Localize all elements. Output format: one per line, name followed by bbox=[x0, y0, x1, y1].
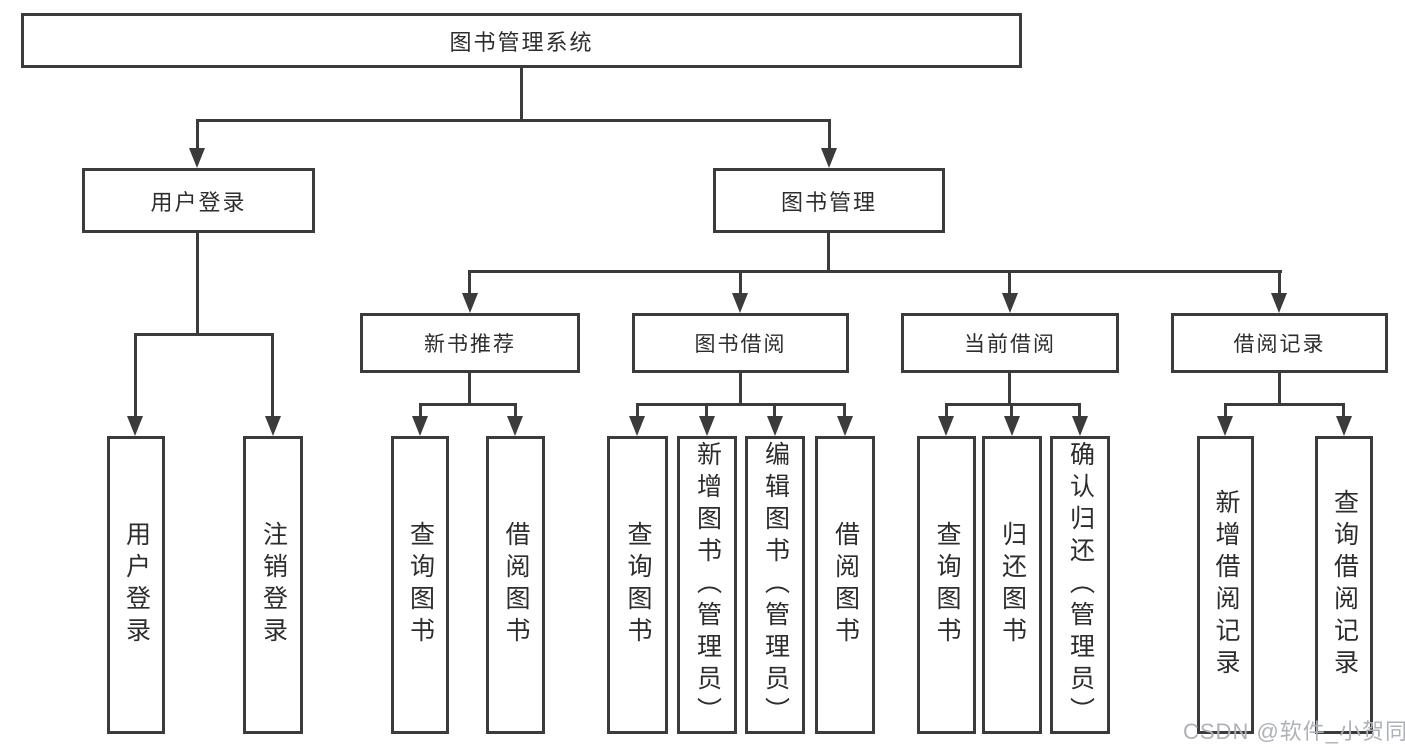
arrowhead-icon bbox=[699, 416, 715, 436]
connector-drop-leaf-user-login bbox=[134, 333, 137, 418]
connector-drop bbox=[945, 403, 948, 419]
arrowhead-icon bbox=[732, 293, 748, 313]
connector-drop-user-login bbox=[196, 119, 199, 151]
leaf-query-borrow-record: 查询借阅记录 bbox=[1315, 436, 1373, 734]
arrowhead-icon bbox=[412, 416, 428, 436]
leaf-return-book: 归还图书 bbox=[982, 436, 1042, 734]
node-library-system: 图书管理系统 bbox=[21, 13, 1022, 68]
arrowhead-icon bbox=[938, 416, 954, 436]
connector-user-login-trunk bbox=[196, 231, 199, 336]
connector-book-borrow-trunk bbox=[739, 370, 742, 406]
arrowhead-icon bbox=[265, 416, 281, 436]
arrowhead-icon bbox=[629, 416, 645, 436]
connector-borrow-records-bar bbox=[1224, 403, 1345, 406]
connector-drop bbox=[773, 403, 776, 419]
arrowhead-icon bbox=[821, 148, 837, 168]
connector-level2-bar bbox=[196, 119, 831, 122]
connector-drop bbox=[1224, 403, 1227, 419]
arrowhead-icon bbox=[767, 416, 783, 436]
node-book-borrow: 图书借阅 bbox=[632, 313, 849, 373]
arrowhead-icon bbox=[1271, 293, 1287, 313]
arrowhead-icon bbox=[837, 416, 853, 436]
connector-drop-book-management bbox=[828, 119, 831, 151]
connector-user-login-bar bbox=[134, 333, 274, 336]
connector-book-borrow-bar bbox=[636, 403, 846, 406]
connector-drop bbox=[705, 403, 708, 419]
arrowhead-icon bbox=[1072, 416, 1088, 436]
connector-drop bbox=[1010, 403, 1013, 419]
arrowhead-icon bbox=[1002, 293, 1018, 313]
connector-new-book-trunk bbox=[468, 370, 471, 406]
arrowhead-icon bbox=[507, 416, 523, 436]
arrowhead-icon bbox=[127, 416, 143, 436]
leaf-add-borrow-record: 新增借阅记录 bbox=[1197, 436, 1254, 734]
arrowhead-icon bbox=[1217, 416, 1233, 436]
connector-drop-borrow-records bbox=[1278, 270, 1281, 298]
arrowhead-icon bbox=[189, 148, 205, 168]
connector-drop-book-borrow bbox=[739, 270, 742, 298]
connector-root-trunk bbox=[520, 68, 523, 121]
connector-current-borrow-bar bbox=[945, 403, 1081, 406]
watermark: CSDN @软件_小贺同学 bbox=[1183, 719, 1405, 744]
leaf-confirm-return-admin: 确认归还（管理员） bbox=[1050, 436, 1110, 734]
arrowhead-icon bbox=[462, 293, 478, 313]
connector-drop bbox=[1078, 403, 1081, 419]
leaf-add-book-admin: 新增图书（管理员） bbox=[677, 436, 737, 734]
connector-drop-leaf-logout bbox=[271, 333, 274, 418]
node-user-login: 用户登录 bbox=[82, 168, 315, 233]
connector-new-book-bar bbox=[419, 403, 516, 406]
connector-drop-new-book bbox=[468, 270, 471, 298]
leaf-query-book-3: 查询图书 bbox=[917, 436, 976, 734]
leaf-query-book-1: 查询图书 bbox=[391, 436, 449, 734]
leaf-query-book-2: 查询图书 bbox=[607, 436, 668, 734]
connector-drop bbox=[419, 403, 422, 419]
node-book-management: 图书管理 bbox=[713, 168, 945, 233]
node-current-borrow: 当前借阅 bbox=[901, 313, 1119, 373]
node-new-book-recommend: 新书推荐 bbox=[360, 313, 580, 373]
connector-drop bbox=[514, 403, 517, 419]
connector-drop bbox=[843, 403, 846, 419]
leaf-edit-book-admin: 编辑图书（管理员） bbox=[745, 436, 805, 734]
leaf-borrow-book-1: 借阅图书 bbox=[486, 436, 545, 734]
connector-drop bbox=[1342, 403, 1345, 419]
connector-borrow-records-trunk bbox=[1278, 370, 1281, 406]
node-borrow-records: 借阅记录 bbox=[1171, 313, 1388, 373]
connector-current-borrow-trunk bbox=[1008, 370, 1011, 406]
connector-level3-bar bbox=[468, 270, 1282, 273]
connector-drop bbox=[636, 403, 639, 419]
arrowhead-icon bbox=[1004, 416, 1020, 436]
leaf-user-login: 用户登录 bbox=[107, 436, 165, 734]
connector-book-management-trunk bbox=[827, 231, 830, 273]
connector-drop-current-borrow bbox=[1008, 270, 1011, 298]
leaf-borrow-book-2: 借阅图书 bbox=[815, 436, 875, 734]
leaf-logout: 注销登录 bbox=[243, 436, 303, 734]
arrowhead-icon bbox=[1336, 416, 1352, 436]
